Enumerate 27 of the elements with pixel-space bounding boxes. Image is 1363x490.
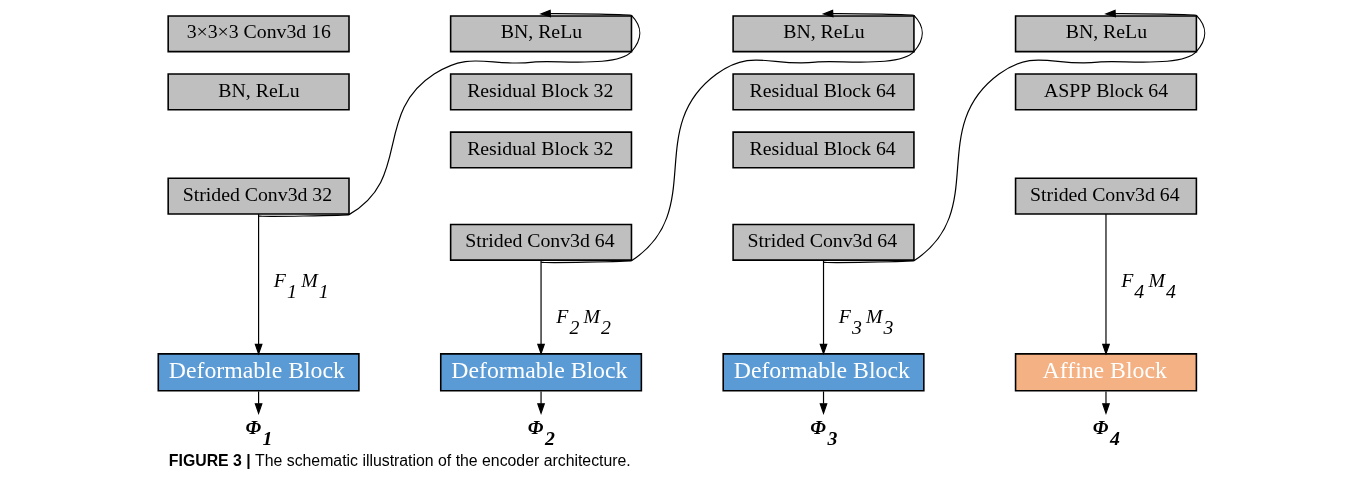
node-box: Residual Block 32 [449, 73, 633, 111]
node-box: Residual Block 64 [732, 131, 915, 169]
node-box: Deformable Block [157, 353, 360, 392]
node-box: ASPP Block 64 [1014, 73, 1198, 111]
node-box: BN, ReLu [1014, 15, 1198, 53]
node-box: BN, ReLu [449, 15, 633, 53]
node-box: Affine Block [1014, 353, 1198, 392]
node-box: 3×3×3 Conv3d 16 [167, 15, 350, 53]
arrow [1101, 213, 1111, 356]
node-box: Strided Conv3d 64 [449, 223, 633, 261]
caption: FIGURE 3 | The schematic illustration of the encoder architecture. [168, 451, 631, 469]
node-box: Strided Conv3d 64 [732, 223, 915, 261]
arrow [537, 259, 546, 356]
arrow [537, 390, 546, 415]
node-box: Residual Block 64 [732, 73, 915, 111]
arrow [1101, 390, 1111, 415]
node-box: Strided Conv3d 64 [1014, 177, 1198, 215]
node-box: Deformable Block [722, 353, 925, 392]
arrow [254, 213, 263, 356]
node-box: Residual Block 32 [449, 131, 633, 169]
node-box: Deformable Block [439, 353, 643, 392]
node-box: BN, ReLu [732, 15, 915, 53]
arrow [822, 9, 1206, 264]
node-box: BN, ReLu [167, 73, 350, 111]
arrow [819, 259, 828, 356]
node-box: Strided Conv3d 32 [167, 177, 350, 215]
arrow [258, 9, 641, 217]
